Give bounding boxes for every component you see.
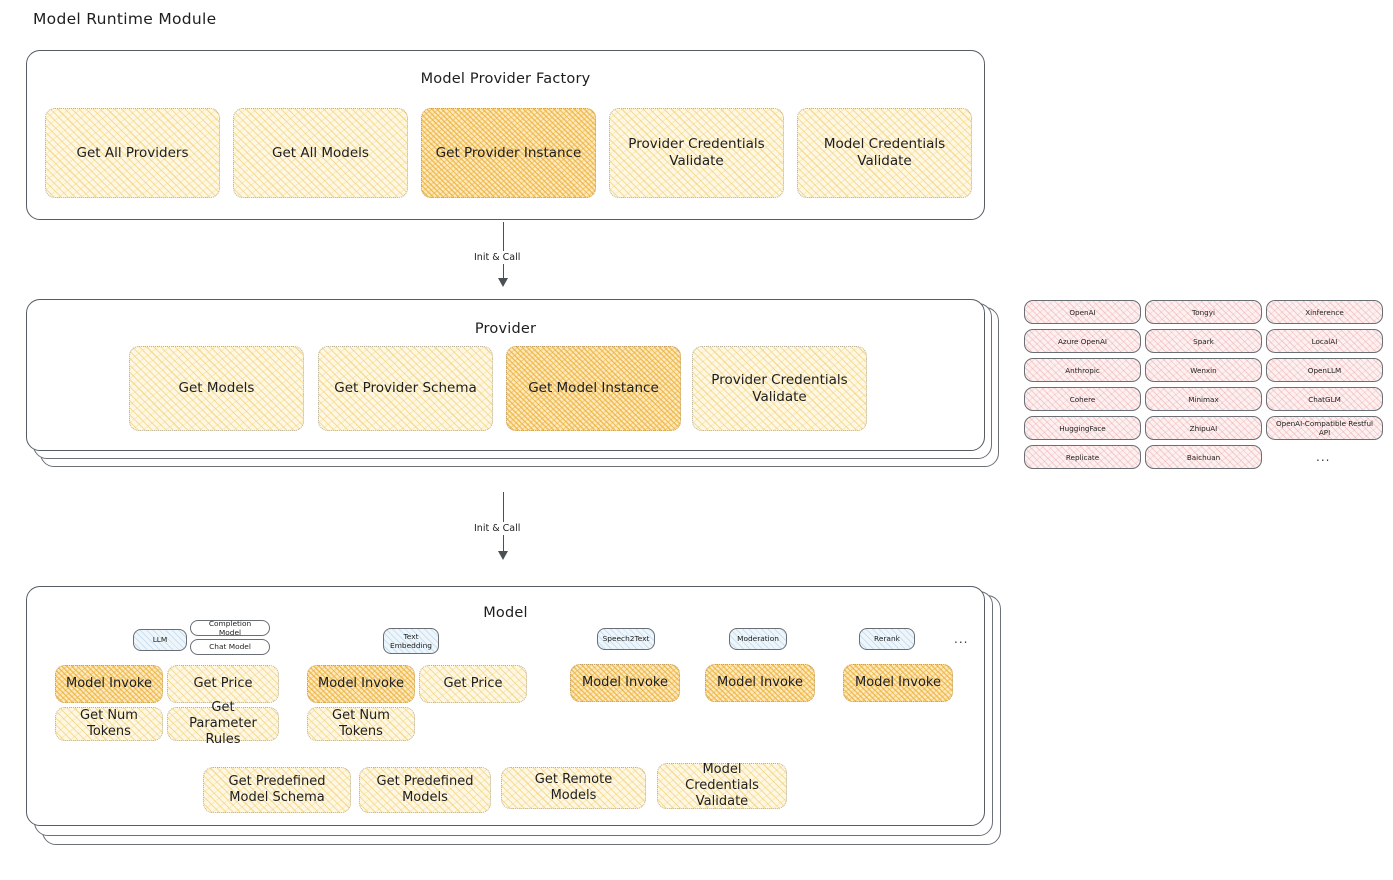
model-type-chip-moderation[interactable]: Moderation [729,628,787,650]
provider-chip-baichuan[interactable]: Baichuan [1145,445,1262,469]
factory-node-get-all-models[interactable]: Get All Models [233,108,408,198]
provider-chip-localai[interactable]: LocalAI [1266,329,1383,353]
model-type-chip-text-embedding[interactable]: Text Embedding [383,628,439,654]
provider-chip-anthropic[interactable]: Anthropic [1024,358,1141,382]
provider-chip-wenxin[interactable]: Wenxin [1145,358,1262,382]
provider-list-more: ... [1316,450,1331,464]
model-text-embedding-node-get-price[interactable]: Get Price [419,665,527,703]
provider-chip-cohere[interactable]: Cohere [1024,387,1141,411]
model-card: Model LLM Completion Model Chat Model Mo… [26,586,985,826]
provider-chip-spark[interactable]: Spark [1145,329,1262,353]
model-common-node-model-credentials-validate[interactable]: Model Credentials Validate [657,762,787,809]
provider-list: OpenAI Azure OpenAI Anthropic Cohere Hug… [1024,300,1383,475]
model-provider-factory-card: Model Provider Factory Get All Providers… [26,50,985,220]
provider-node-get-model-instance[interactable]: Get Model Instance [506,346,681,431]
model-moderation-node-model-invoke[interactable]: Model Invoke [705,664,815,702]
factory-node-get-provider-instance[interactable]: Get Provider Instance [421,108,596,198]
arrow-provider-to-model-head [498,551,508,560]
model-common-node-get-predefined-models[interactable]: Get Predefined Models [359,767,491,813]
provider-node-get-provider-schema[interactable]: Get Provider Schema [318,346,493,431]
model-subtype-chip-completion-model[interactable]: Completion Model [190,619,270,637]
arrow-factory-to-provider-label: Init & Call [470,251,525,264]
model-type-chip-speech2text[interactable]: Speech2Text [597,628,655,650]
page-title: Model Runtime Module [33,10,217,28]
model-llm-node-get-parameter-rules[interactable]: Get Parameter Rules [167,700,279,747]
model-type-chip-llm[interactable]: LLM [133,629,187,651]
arrow-factory-to-provider-head [498,278,508,287]
factory-node-model-credentials-validate[interactable]: Model Credentials Validate [797,108,972,198]
factory-node-get-all-providers[interactable]: Get All Providers [45,108,220,198]
model-speech2text-node-model-invoke[interactable]: Model Invoke [570,664,680,702]
factory-node-provider-credentials-validate[interactable]: Provider Credentials Validate [609,108,784,198]
model-common-node-get-predefined-model-schema[interactable]: Get Predefined Model Schema [203,767,351,813]
provider-chip-minimax[interactable]: Minimax [1145,387,1262,411]
provider-chip-chatglm[interactable]: ChatGLM [1266,387,1383,411]
model-provider-factory-title: Model Provider Factory [420,71,591,87]
model-title: Model [483,605,528,621]
model-llm-node-model-invoke[interactable]: Model Invoke [55,665,163,703]
model-llm-node-get-num-tokens[interactable]: Get Num Tokens [55,707,163,741]
model-type-chip-rerank[interactable]: Rerank [859,628,915,650]
provider-node-get-models[interactable]: Get Models [129,346,304,431]
provider-chip-openllm[interactable]: OpenLLM [1266,358,1383,382]
model-llm-node-get-price[interactable]: Get Price [167,665,279,703]
provider-chip-openai[interactable]: OpenAI [1024,300,1141,324]
model-subtype-chip-chat-model[interactable]: Chat Model [190,639,270,655]
provider-chip-openai-compatible-restful-api[interactable]: OpenAI-Compatible Restful API [1266,416,1383,440]
provider-chip-azure-openai[interactable]: Azure OpenAI [1024,329,1141,353]
provider-chip-xinference[interactable]: Xinference [1266,300,1383,324]
provider-node-provider-credentials-validate[interactable]: Provider Credentials Validate [692,346,867,431]
model-text-embedding-node-get-num-tokens[interactable]: Get Num Tokens [307,707,415,741]
model-types-more: ... [954,632,969,646]
provider-chip-tongyi[interactable]: Tongyi [1145,300,1262,324]
provider-chip-zhipuai[interactable]: ZhipuAI [1145,416,1262,440]
arrow-provider-to-model-label: Init & Call [470,522,525,535]
model-text-embedding-node-model-invoke[interactable]: Model Invoke [307,665,415,703]
model-common-node-get-remote-models[interactable]: Get Remote Models [501,767,646,809]
model-rerank-node-model-invoke[interactable]: Model Invoke [843,664,953,702]
provider-chip-huggingface[interactable]: HuggingFace [1024,416,1141,440]
provider-title: Provider [474,321,537,337]
provider-chip-replicate[interactable]: Replicate [1024,445,1141,469]
provider-card: Provider Get Models Get Provider Schema … [26,299,985,451]
